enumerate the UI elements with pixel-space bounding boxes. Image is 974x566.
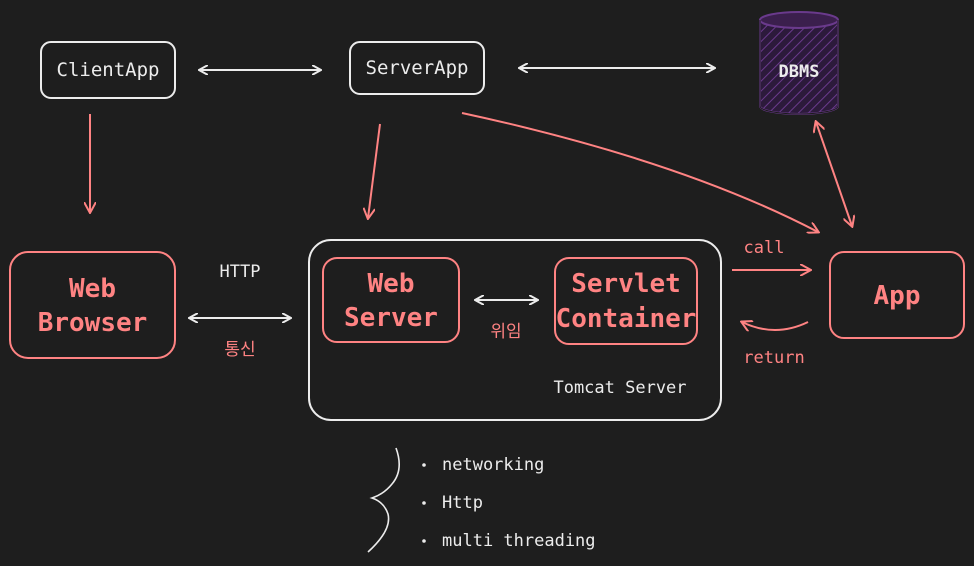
dbms-app-arrow [816, 122, 852, 226]
client-app-label: ClientApp [56, 59, 160, 81]
web-server-label-line1: Web [367, 269, 415, 299]
server-app-box[interactable] [349, 41, 485, 95]
http-label: HTTP [219, 262, 261, 282]
server-app-label: ServerApp [365, 57, 469, 79]
web-server-box[interactable] [322, 257, 460, 343]
serverapp-app-arrow [461, 112, 818, 232]
servlet-container-box[interactable] [554, 257, 698, 345]
note-multi-threading: multi threading [442, 531, 596, 551]
tomcat-server-box[interactable] [308, 239, 722, 421]
delegation-label: 위임 [490, 322, 522, 342]
web-browser-label-line1: Web [69, 274, 116, 304]
servlet-container-label-line1: Servlet [571, 269, 681, 299]
web-browser-label-line2: Browser [37, 308, 148, 338]
app-label: App [873, 281, 921, 311]
communication-label: 통신 [224, 340, 256, 360]
web-server-label-line2: Server [344, 303, 438, 333]
app-box[interactable] [829, 251, 965, 339]
servlet-container-label-line2: Container [555, 304, 697, 334]
serverapp-webserver-arrow [368, 123, 381, 218]
return-arrow [742, 322, 809, 330]
notes-brace [367, 447, 400, 553]
web-browser-box[interactable] [9, 251, 176, 359]
note-bullet [422, 463, 426, 467]
call-label: call [743, 238, 785, 258]
dbms-label: DBMS [778, 62, 820, 82]
dbms-cylinder[interactable] [759, 11, 839, 115]
note-networking: networking [442, 455, 545, 475]
note-http: Http [442, 493, 483, 513]
return-label: return [743, 348, 805, 368]
client-app-box[interactable] [40, 41, 176, 99]
note-bullet [422, 539, 426, 543]
note-bullet [422, 501, 426, 505]
tomcat-server-label: Tomcat Server [553, 378, 687, 398]
